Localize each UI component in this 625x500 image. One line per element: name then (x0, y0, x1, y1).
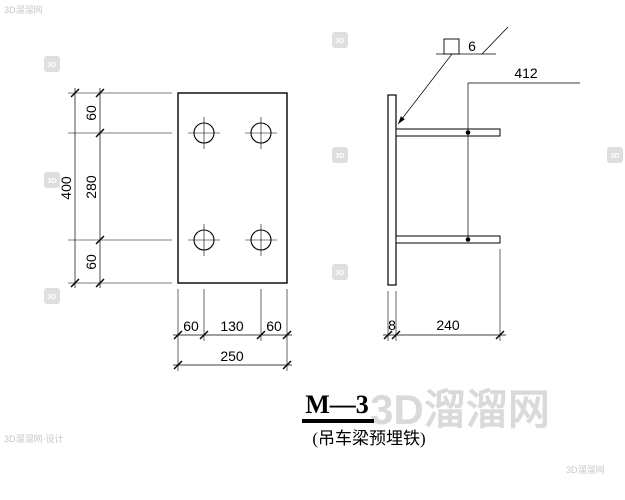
dim-ticks (70, 88, 105, 288)
dim-tick (95, 128, 105, 138)
dim-tick (95, 235, 105, 245)
dim-tick (173, 360, 183, 370)
watermark-logo-label: 3D (336, 153, 345, 160)
watermark-logo-label: 3D (336, 38, 345, 45)
detail-caption: (吊车梁预埋铁) (312, 429, 425, 448)
bolt-hole (188, 117, 220, 149)
plate-edge-outline (387, 94, 397, 286)
anchor-length-leader: 412 (467, 65, 580, 240)
watermark-logo-icon: 3D (44, 56, 60, 72)
dim-text-total-400: 400 (58, 176, 74, 200)
watermark-logo-icon: 3D (332, 264, 348, 280)
dim-text-bottom-60: 60 (83, 254, 99, 270)
dim-ticks (383, 330, 505, 340)
watermark-logo-box (44, 56, 60, 72)
weld-leader-line (397, 53, 453, 125)
watermark-logo-box (332, 147, 348, 163)
dim-tick (70, 278, 80, 288)
watermark-logo-icon: 3D (332, 32, 348, 48)
dim-tick (173, 330, 183, 340)
dim-tick (383, 330, 393, 340)
dim-tick (282, 360, 292, 370)
watermark-logo-icon: 3D (44, 172, 60, 188)
dim-text-anchor-length-412: 412 (514, 65, 538, 81)
watermark-corner-top-left: 3D溜溜网 (4, 4, 43, 15)
watermark-logo-label: 3D (611, 153, 620, 160)
dim-text-top-60: 60 (83, 105, 99, 121)
watermark-layer: 3D溜溜网 3D溜溜网 3D溜溜网·设计 3D溜溜网 3D 3D 3D 3D 3… (4, 4, 623, 475)
dim-tick (95, 278, 105, 288)
dim-text-left-60: 60 (183, 318, 199, 334)
side-view: 412 6 8 240 (383, 26, 580, 341)
dim-text-thickness-8: 8 (388, 317, 396, 333)
watermark-logo-box (44, 288, 60, 304)
watermark-logo-label: 3D (336, 270, 345, 277)
watermark-logo-box (332, 32, 348, 48)
plate-outline (177, 92, 288, 284)
dim-tick (282, 330, 292, 340)
weld-tail-line (481, 26, 509, 55)
watermark-corner-bottom-left: 3D溜溜网·设计 (4, 433, 64, 444)
front-horizontal-dimensions: 60 130 60 250 (173, 289, 292, 371)
anchor-bar-top (395, 128, 501, 137)
watermark-logo-box (607, 147, 623, 163)
dim-tick (495, 330, 505, 340)
dim-tick (391, 330, 401, 340)
dim-tick (256, 330, 266, 340)
watermark-corner-bottom-right: 3D溜溜网 (566, 464, 605, 475)
watermark-logo-box (44, 172, 60, 188)
bolt-hole (245, 117, 277, 149)
bolt-hole (188, 224, 220, 256)
detail-code-title: M—3 (305, 390, 369, 419)
front-view: 60 280 60 400 60 130 60 250 (58, 88, 292, 371)
watermark-logo-icon: 3D (44, 288, 60, 304)
dim-text-right-60: 60 (266, 318, 282, 334)
dim-text-total-250: 250 (220, 348, 244, 364)
title-underline (302, 419, 374, 423)
dim-ticks (173, 330, 292, 370)
watermark-logo-icon: 3D (607, 147, 623, 163)
dim-tick (70, 88, 80, 98)
watermark-logo-label: 3D (48, 178, 57, 185)
watermark-logo-label: 3D (48, 294, 57, 301)
dim-text-weld-size-6: 6 (468, 38, 476, 54)
dim-tick (95, 88, 105, 98)
watermark-logo-box (332, 264, 348, 280)
title-block: M—3 (吊车梁预埋铁) (302, 390, 426, 448)
dim-text-middle-130: 130 (220, 318, 244, 334)
watermark-logo-label: 3D (48, 62, 57, 69)
bolt-hole (245, 224, 277, 256)
front-vertical-dimensions: 60 280 60 400 (58, 88, 172, 288)
weld-symbol: 6 (397, 26, 509, 125)
weld-square-symbol-icon (443, 38, 460, 55)
watermark-logo-icon: 3D (332, 147, 348, 163)
side-bottom-dimensions: 8 240 (383, 249, 506, 341)
weld-leader-arrow-icon (398, 116, 405, 124)
anchor-bar-bottom (395, 235, 501, 244)
dim-tick (199, 330, 209, 340)
dim-text-projection-240: 240 (436, 317, 460, 333)
dim-text-middle-280: 280 (83, 175, 99, 199)
watermark-brand-text: 3D溜溜网 (370, 386, 550, 433)
